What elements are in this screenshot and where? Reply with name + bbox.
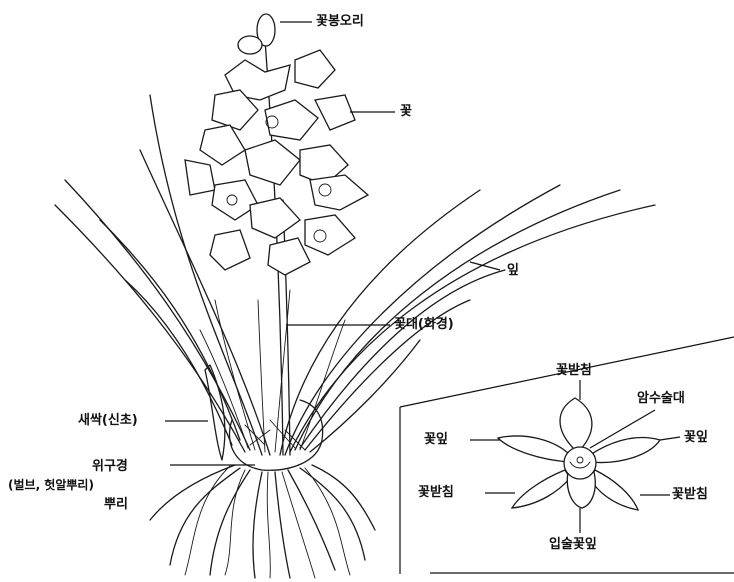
inset-label-lip: 입술꽃잎 [549, 538, 597, 551]
leader-petal-right [660, 437, 680, 440]
inset-label-column: 암수술대 [637, 392, 685, 405]
label-new-shoot: 새싹(신초) [78, 414, 138, 427]
inset-label-sepal-left: 꽃받침 [418, 486, 454, 499]
label-pseudobulb-alt: (벌브, 헛알뿌리) [8, 479, 94, 491]
label-flower: 꽃 [400, 105, 412, 118]
roots [150, 465, 375, 578]
inset-flower [498, 398, 660, 510]
inset-label-petal-left: 꽃잎 [424, 433, 448, 446]
leaves [55, 95, 655, 455]
label-root: 뿌리 [104, 498, 128, 511]
flower-cluster [185, 14, 368, 275]
label-leaf: 잎 [507, 264, 519, 277]
label-flower-bud: 꽃봉오리 [316, 15, 364, 28]
inset-label-sepal-right: 꽃받침 [672, 488, 708, 501]
label-flower-stalk: 꽃대(화경) [394, 318, 454, 331]
label-pseudobulb: 위구경 [92, 460, 128, 473]
inset-label-sepal-top: 꽃받침 [556, 364, 592, 377]
inset-label-petal-right: 꽃잎 [684, 431, 708, 444]
